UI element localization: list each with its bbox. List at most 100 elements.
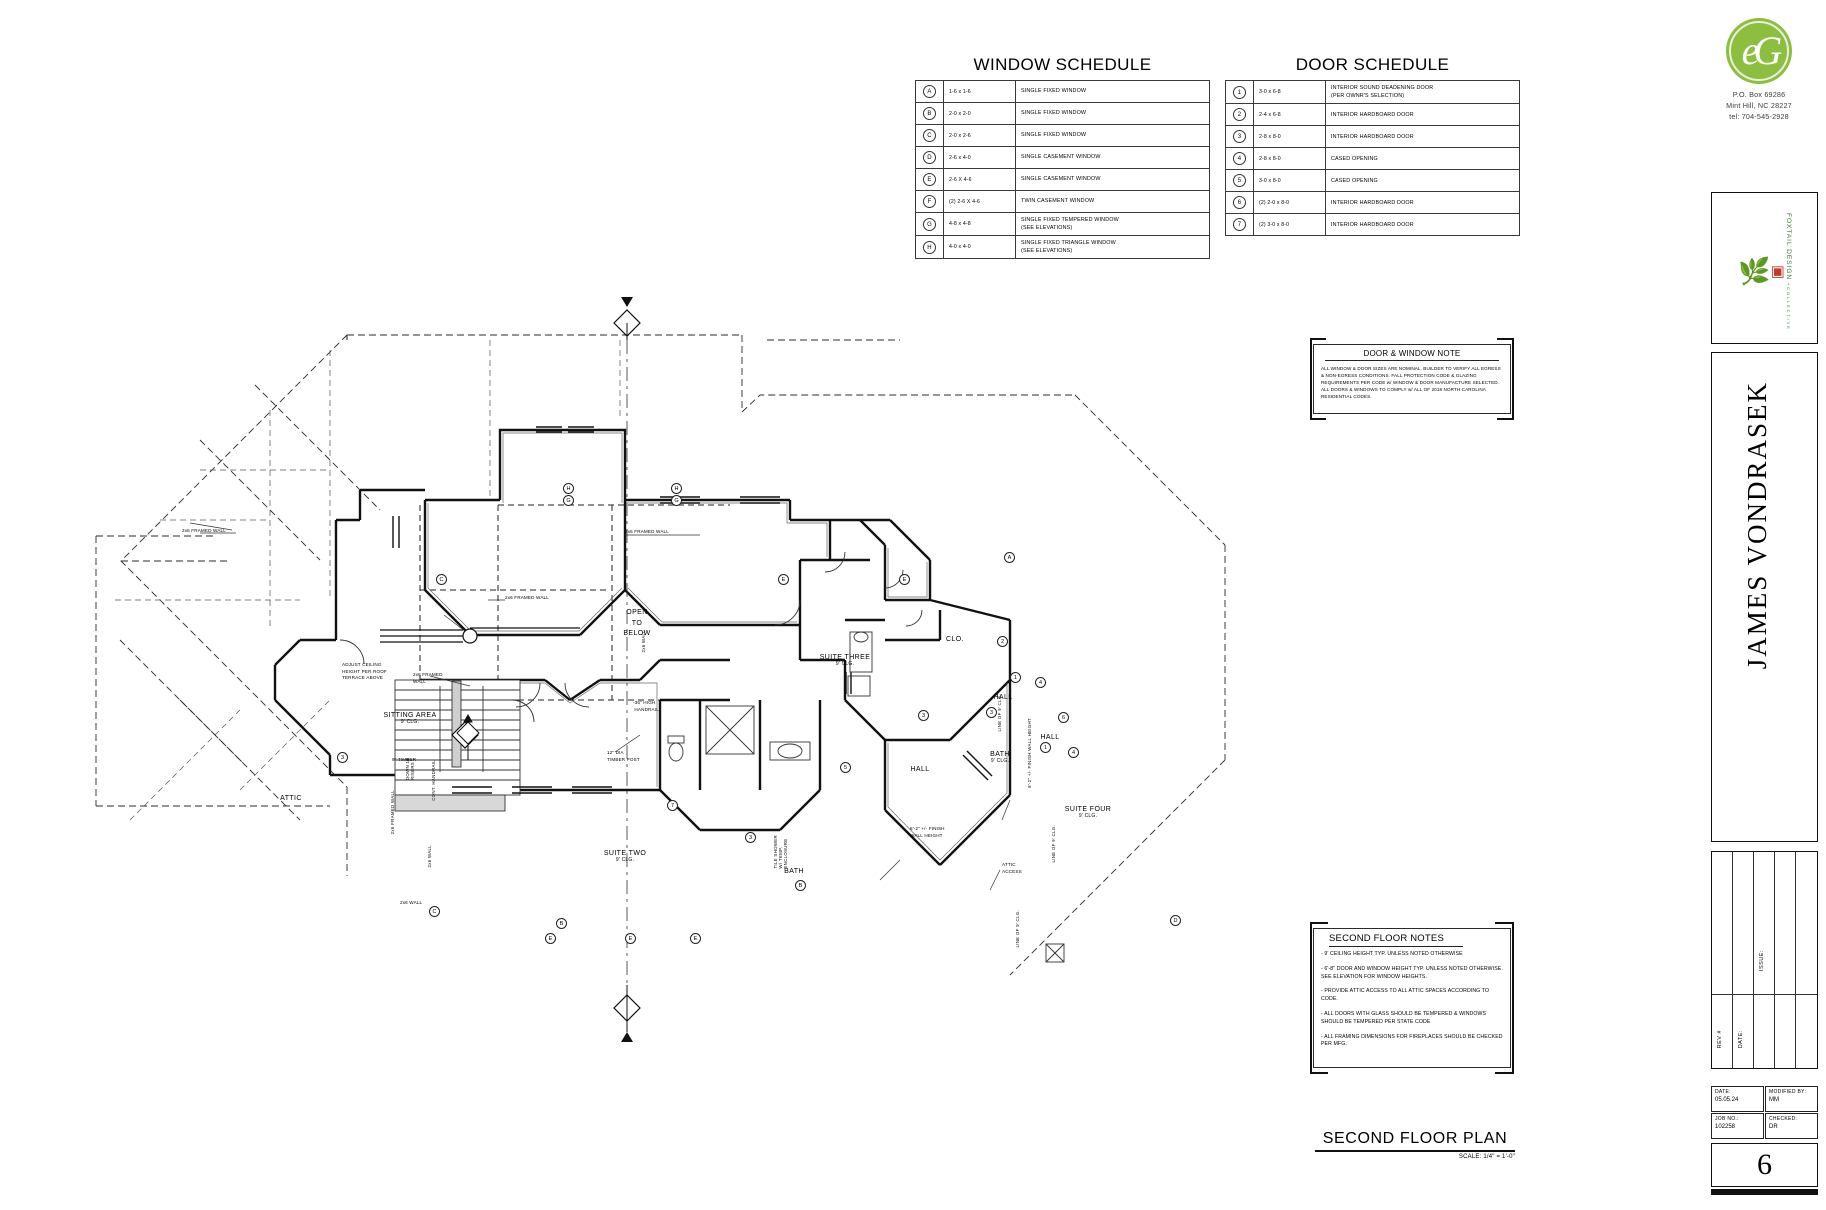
- door-window-note-title: DOOR & WINDOW NOTE: [1325, 349, 1499, 361]
- window-bubble[interactable]: E: [545, 933, 556, 944]
- note-bracket-left-v: [1310, 338, 1312, 420]
- schedule-size-cell: 2-4 x 6-8: [1253, 103, 1326, 127]
- schedule-mark-cell: 3: [1225, 125, 1254, 149]
- room-label-attic: ATTIC: [280, 795, 302, 802]
- door-bubble[interactable]: 2: [997, 636, 1008, 647]
- room-label-bath-lower: BATH: [784, 868, 804, 875]
- door-bubble[interactable]: 3: [918, 710, 929, 721]
- room-label-suite-three: SUITE THREE 9' CLG.: [819, 654, 871, 667]
- logo-monogram: eG: [1741, 28, 1783, 73]
- title-underline: [1315, 1150, 1515, 1152]
- notes2-bracket-top-h: [1310, 922, 1328, 924]
- date-cell: DATE: 05.05.24: [1711, 1086, 1764, 1112]
- door-bubble[interactable]: 7: [667, 800, 678, 811]
- second-floor-notes-box: SECOND FLOOR NOTES - 9' CEILING HEIGHT T…: [1313, 928, 1511, 1068]
- door-bubble[interactable]: 3: [337, 752, 348, 763]
- window-bubble[interactable]: D: [1170, 915, 1181, 926]
- door-bubble[interactable]: 6: [1058, 712, 1069, 723]
- client-name-box: JAMES VONDRASEK: [1711, 352, 1818, 842]
- second-floor-notes-title: SECOND FLOOR NOTES: [1329, 933, 1463, 947]
- mark-bubble-icon: 3: [1233, 130, 1246, 144]
- schedule-size-cell: (2) 2-6 X 4-6: [943, 190, 1016, 213]
- note-bracket-top-h: [1310, 338, 1326, 340]
- window-bubble[interactable]: E: [690, 933, 701, 944]
- schedule-mark-cell: 4: [1225, 147, 1254, 171]
- window-bubble[interactable]: E: [625, 933, 636, 944]
- schedule-desc-cell: CASED OPENING: [1325, 147, 1520, 171]
- window-bubble[interactable]: E: [778, 574, 789, 585]
- plan-scale: SCALE: 1/4" = 1'-0": [1458, 1153, 1515, 1160]
- room-label-suite-four: SUITE FOUR 9' CLG.: [1064, 806, 1112, 819]
- line-of-clg-vertical-a: LINE OF 9' CLG.: [1051, 825, 1056, 863]
- sheet-number: 6: [1757, 1148, 1772, 1181]
- door-bubble[interactable]: 4: [1035, 677, 1046, 688]
- schedule-mark-cell: 2: [1225, 103, 1254, 127]
- schedule-size-cell: (2) 2-0 x 8-0: [1253, 191, 1326, 215]
- schedule-size-cell: (2) 3-0 x 8-0: [1253, 213, 1326, 237]
- door-bubble[interactable]: 1: [1040, 742, 1051, 753]
- wall-2x6-vertical-a: 2x6 WALL: [641, 630, 646, 653]
- schedule-desc-cell: SINGLE CASEMENT WINDOW: [1015, 146, 1210, 169]
- schedule-size-cell: 2-6 x 4-0: [943, 146, 1016, 169]
- mark-bubble-icon: 7: [1233, 218, 1246, 232]
- notes2-bracket-right-top-h: [1495, 922, 1513, 924]
- schedule-size-cell: 2-6 X 4-6: [943, 168, 1016, 191]
- window-bubble[interactable]: B: [556, 918, 567, 929]
- revision-block: REV # DATE: ISSUE:: [1711, 851, 1818, 1069]
- window-bubble[interactable]: H: [671, 483, 682, 494]
- mark-bubble-icon: 4: [1233, 152, 1246, 166]
- title-block-bottom-bar: [1711, 1189, 1818, 1195]
- window-bubble[interactable]: E: [899, 574, 910, 585]
- door-bubble[interactable]: 1: [1010, 672, 1021, 683]
- room-label-hall-b: HALL: [1040, 734, 1060, 741]
- sheet-number-box: 6: [1711, 1143, 1818, 1187]
- window-bubble[interactable]: B: [795, 880, 806, 891]
- foxtail-name: FOXTAIL DESIGN + C O L L E C T I V E: [1784, 212, 1792, 330]
- mark-bubble-icon: A: [923, 85, 936, 98]
- door-bubble[interactable]: 3: [745, 832, 756, 843]
- schedule-mark-cell: 5: [1225, 169, 1254, 193]
- page-title: SECOND FLOOR PLAN: [1322, 1130, 1508, 1147]
- line-of-clg-vertical-b: LINE OF 9' CLG.: [1015, 910, 1020, 948]
- window-bubble[interactable]: H: [563, 483, 574, 494]
- schedule-mark-cell: G: [915, 211, 944, 237]
- notes2-bracket-bottom-h: [1310, 1072, 1328, 1074]
- schedule-desc-cell: SINGLE CASEMENT WINDOW: [1015, 168, 1210, 191]
- window-bubble[interactable]: A: [1004, 552, 1015, 563]
- room-label-sitting-area: SITTING AREA 9' CLG.: [383, 712, 437, 725]
- mark-bubble-icon: G: [923, 217, 936, 231]
- schedule-size-cell: 2-8 x 8-0: [1253, 147, 1326, 171]
- schedule-desc-cell: CASED OPENING: [1325, 169, 1520, 193]
- framed-wall-note-mid: 2x6 FRAMED WALL: [505, 595, 549, 600]
- window-bubble[interactable]: G: [671, 495, 682, 506]
- room-label-hall-c: HALL: [910, 766, 930, 773]
- window-bubble[interactable]: G: [563, 495, 574, 506]
- mark-bubble-icon: B: [923, 107, 936, 120]
- schedule-desc-cell: INTERIOR HARDBOARD DOOR: [1325, 103, 1520, 127]
- schedule-mark-cell: 1: [1225, 79, 1254, 105]
- window-bubble[interactable]: C: [436, 574, 447, 585]
- schedule-mark-cell: A: [915, 80, 944, 103]
- note-item: - ALL DOORS WITH GLASS SHOULD BE TEMPERE…: [1321, 1010, 1487, 1025]
- window-bubble[interactable]: C: [429, 906, 440, 917]
- schedule-size-cell: 1-6 x 1-6: [943, 80, 1016, 103]
- door-bubble[interactable]: 4: [1068, 747, 1079, 758]
- door-schedule-title: DOOR SCHEDULE: [1295, 55, 1450, 74]
- door-bubble[interactable]: 5: [840, 762, 851, 773]
- door-bubble[interactable]: 3: [986, 707, 997, 718]
